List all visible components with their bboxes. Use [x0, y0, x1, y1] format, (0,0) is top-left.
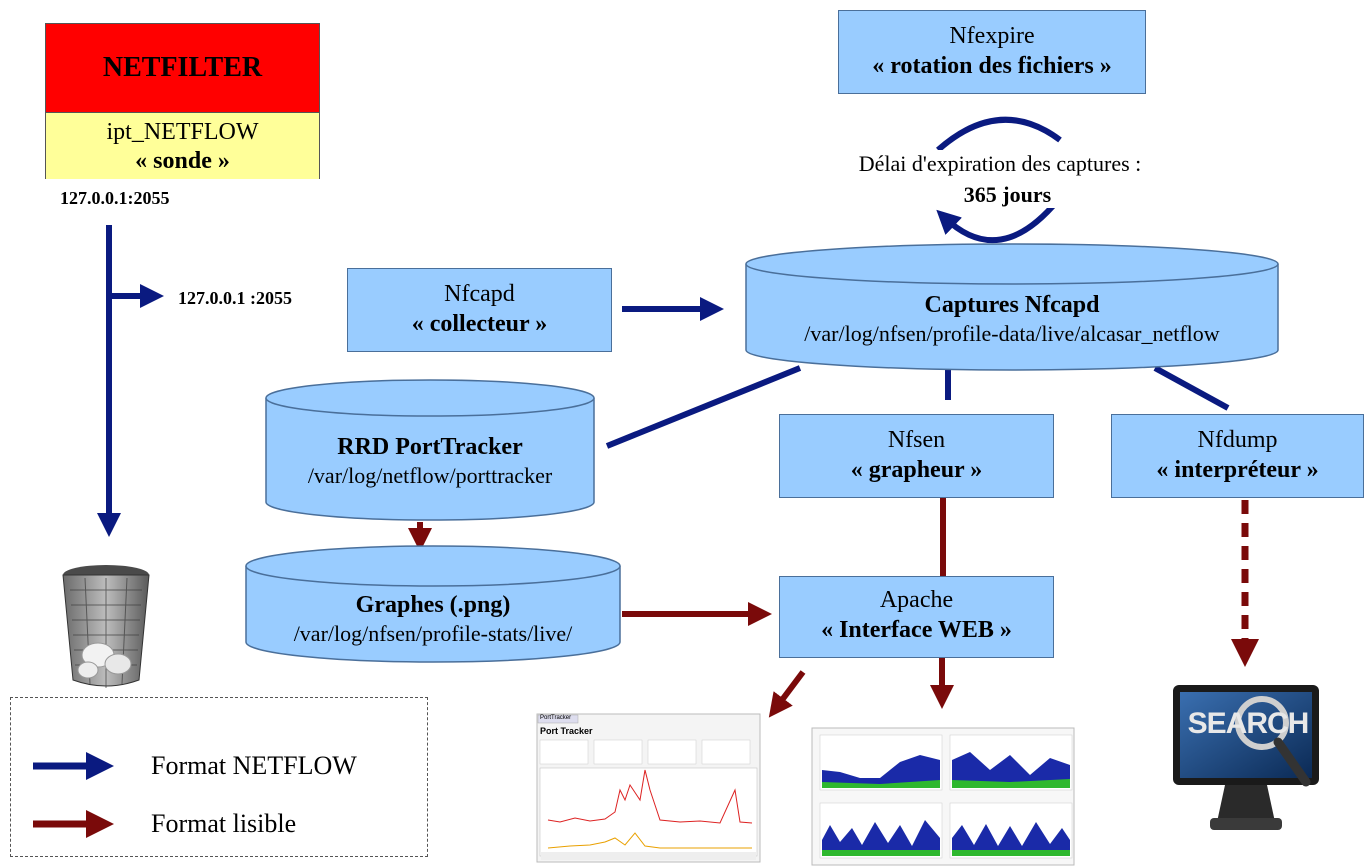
nfcapd-role: « collecteur » — [411, 311, 548, 337]
netflow-line-captures-to-rrd — [605, 365, 802, 449]
nfcapd-box: Nfcapd « collecteur » — [347, 268, 612, 352]
expiration-text: Délai d'expiration des captures : — [858, 151, 1142, 176]
netfilter-header: NETFILTER — [46, 24, 319, 113]
nfsen-graphs-thumbnail — [811, 727, 1075, 866]
rotation-arrow-bottom — [936, 198, 1061, 244]
captures-title: Captures Nfcapd — [924, 292, 1100, 318]
nfdump-box: Nfdump « interpréteur » — [1111, 414, 1364, 498]
netfilter-title: NETFILTER — [102, 52, 263, 83]
graphes-path: /var/log/nfsen/profile-stats/live/ — [293, 621, 573, 646]
captures-path: /var/log/nfsen/profile-data/live/alcasar… — [804, 321, 1220, 346]
nfcapd-title: Nfcapd — [444, 281, 515, 307]
graphes-cylinder — [245, 545, 621, 663]
graphes-title: Graphes (.png) — [355, 592, 511, 618]
netflow-line-captures-to-nfdump — [1153, 365, 1230, 411]
captures-label: Captures Nfcapd /var/log/nfsen/profile-d… — [746, 290, 1278, 348]
rrd-label: RRD PortTracker /var/log/netflow/porttra… — [266, 432, 594, 490]
collector-address: 127.0.0.1 :2055 — [178, 288, 292, 308]
captures-cylinder — [745, 243, 1279, 371]
apache-role: « Interface WEB » — [821, 617, 1012, 643]
nfsen-role: « grapheur » — [850, 457, 983, 483]
probe-address: 127.0.0.1:2055 — [60, 188, 170, 208]
legend-netflow-label: Format NETFLOW — [151, 751, 357, 780]
netfilter-module: ipt_NETFLOW — [106, 119, 259, 145]
netfilter-sonde: ipt_NETFLOW « sonde » — [46, 113, 319, 179]
porttracker-tab: PortTracker — [540, 715, 572, 721]
nfexpire-role: « rotation des fichiers » — [872, 53, 1112, 79]
nfdump-title: Nfdump — [1197, 427, 1278, 453]
netfilter-block: NETFILTER ipt_NETFLOW « sonde » — [45, 23, 320, 179]
netfilter-role: « sonde » — [135, 148, 230, 174]
nfexpire-box: Nfexpire « rotation des fichiers » — [838, 10, 1146, 94]
expiration-value: 365 jours — [945, 182, 1070, 208]
porttracker-screenshot-thumbnail — [536, 713, 761, 863]
search-icon-text: SEARCH — [1187, 707, 1310, 740]
apache-title: Apache — [879, 587, 954, 613]
rrd-cylinder — [265, 379, 595, 521]
porttracker-title: Port Tracker — [540, 726, 593, 736]
trash-bin-icon — [62, 565, 150, 688]
rrd-path: /var/log/netflow/porttracker — [307, 463, 553, 488]
expiration-label: Délai d'expiration des captures : — [820, 150, 1180, 178]
rrd-title: RRD PortTracker — [337, 434, 523, 460]
nfsen-title: Nfsen — [887, 427, 946, 453]
rotation-arrow-top — [936, 116, 1062, 153]
search-monitor-icon — [1173, 685, 1319, 830]
nfexpire-title: Nfexpire — [949, 23, 1035, 49]
graphes-label: Graphes (.png) /var/log/nfsen/profile-st… — [246, 590, 620, 648]
nfsen-box: Nfsen « grapheur » — [779, 414, 1054, 498]
apache-box: Apache « Interface WEB » — [779, 576, 1054, 658]
legend-lisible-label: Format lisible — [151, 809, 297, 838]
lisible-arrow-apache-to-porttracker — [768, 670, 806, 718]
nfdump-role: « interpréteur » — [1156, 457, 1319, 483]
legend: Format NETFLOW Format lisible — [10, 697, 428, 857]
